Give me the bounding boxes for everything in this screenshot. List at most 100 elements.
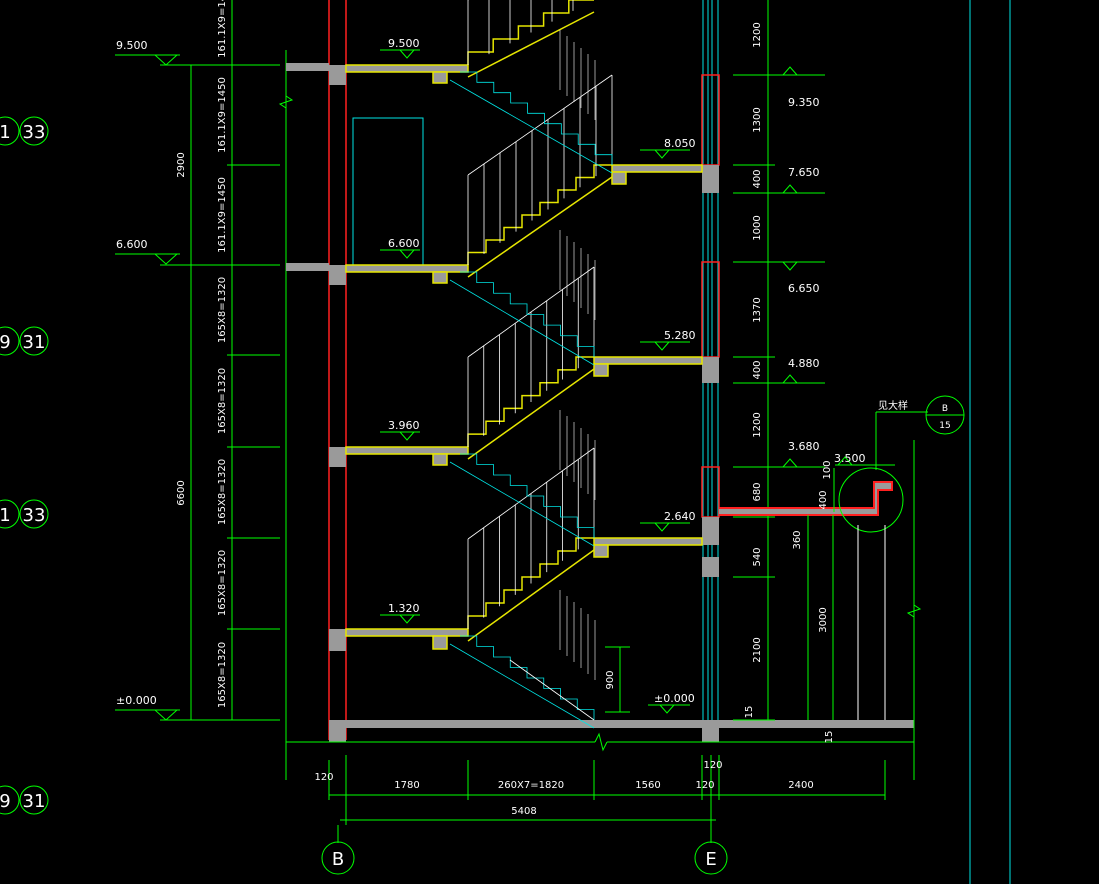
right-level-label: 6.650 [788,282,820,295]
landing-label: 2.640 [664,510,696,523]
dim-text: 2400 [788,780,813,791]
stair-steps [467,0,594,65]
right-level-label: 9.350 [788,96,820,109]
stair-soffit [467,176,613,278]
landings [345,64,703,650]
dim-text: 1780 [394,780,419,791]
level-label: 6.600 [116,238,148,251]
dim-text: 15 [824,731,835,744]
dim-text: 1560 [635,780,660,791]
bubble-left-text: 1 [0,122,11,143]
stair-soffit-beyond [449,279,595,366]
stair-flights [449,0,613,729]
bubble-left-text: 9 [0,332,11,353]
left-bubble-2: 9 31 [0,326,49,356]
stair-steps [467,164,612,265]
bubble-left-text: 1 [0,505,11,526]
canopy [719,411,928,780]
dim-text: 3000 [818,607,829,632]
dim-text: 120 [703,760,722,771]
right-level-label: 7.650 [788,166,820,179]
riser-dim: 165X8=1320 [217,550,228,616]
riser-dim: 161.1X9=1450 [217,177,228,253]
landing-label: 1.320 [388,602,420,615]
handrail [467,266,595,358]
railing-height-dim [605,646,630,713]
dim-text: 400 [752,360,763,379]
left-bubble-3: 1 33 [0,499,49,529]
canopy-level-label: 3.500 [834,452,866,465]
dim-text: 900 [605,670,616,689]
riser-dim: 165X8=1320 [217,277,228,343]
dim-text: 540 [752,547,763,566]
dim-text: 1300 [752,107,763,132]
bubble-right-text: 33 [23,122,46,143]
left-dim-chain [186,0,287,780]
axis-bubble-b: B [321,841,355,875]
detail-ref-bottom: 15 [939,421,950,431]
bubble-left-text: 9 [0,791,11,812]
right-wall [701,0,720,742]
axis-label: E [705,849,716,870]
stair-steps-beyond [460,453,595,538]
stair-soffit [467,549,595,642]
stair-steps-beyond [460,271,595,357]
handrail [509,659,595,721]
level-marker-9500 [115,54,280,66]
level-marker-6600 [115,253,280,266]
dim-text: 100 [822,460,833,479]
dim-text: 2900 [176,152,187,177]
stair-soffit-beyond [449,643,595,729]
landing-label: 8.050 [664,137,696,150]
axis-bubble-e: E [694,841,728,875]
ground-slab [286,720,914,752]
stair-steps-beyond [460,635,595,720]
handrail [467,74,613,176]
riser-dim: 165X8=1320 [217,459,228,525]
right-dim-chain [733,0,825,721]
bottom-dim-chain [328,755,886,843]
stair-soffit [467,368,595,460]
dim-text: 2100 [752,637,763,662]
dim-text: 1200 [752,22,763,47]
level-marker-0000 [115,709,280,721]
break-mark [278,95,294,109]
right-level-label: 3.680 [788,440,820,453]
detail-ref-top: B [942,404,948,414]
bubble-right-text: 31 [23,332,46,353]
handrail [467,447,595,540]
right-level-label: 4.880 [788,357,820,370]
dim-text: 1000 [752,215,763,240]
landing-level-markers [380,49,690,714]
bubble-right-text: 31 [23,791,46,812]
detail-note: 见大样 [878,399,908,412]
dim-text: 6600 [176,480,187,505]
axis-label: B [332,849,344,870]
dim-text: 260X7=1820 [498,780,564,791]
riser-dim: 161.1X9=1450 [217,0,228,58]
landing-label: 3.960 [388,419,420,432]
bubble-right-text: 33 [23,505,46,526]
riser-dim: 165X8=1320 [217,642,228,708]
level-label: 9.500 [116,39,148,52]
stair-steps [467,356,594,447]
dim-text: 120 [314,772,333,783]
stair-soffit-beyond [449,79,613,174]
stair-steps-beyond [460,71,613,165]
left-wall [286,0,347,742]
dim-text: 400 [818,490,829,509]
riser-dim: 165X8=1320 [217,368,228,434]
level-label: ±0.000 [116,694,157,707]
stair-soffit-beyond [449,461,595,547]
riser-dim: 161.1X9=1450 [217,77,228,153]
landing-label: 6.600 [388,237,420,250]
landing-label: ±0.000 [654,692,695,705]
stair-soffit [467,11,595,78]
left-bubble-1: 1 33 [0,116,49,146]
dim-text: 360 [792,530,803,549]
detail-ref-bubble [925,395,965,435]
bottom-strip [0,884,1099,890]
landing-label: 5.280 [664,329,696,342]
